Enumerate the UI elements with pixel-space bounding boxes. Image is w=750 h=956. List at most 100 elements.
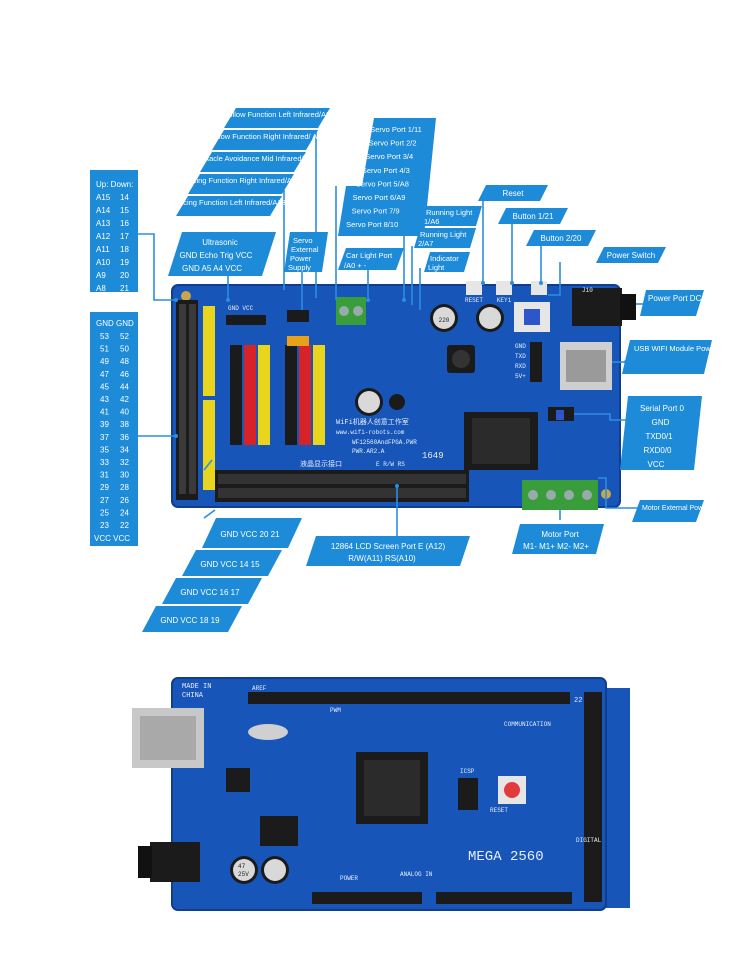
label-digital-left-6: 41 <box>100 408 109 417</box>
site-text: www.wifi-robots.com <box>336 429 405 436</box>
label-gnd-vcc-14: GND VCC 14 15 <box>200 560 260 569</box>
label-tracing-right: Tracing Function Right Infrared/A14 <box>182 176 301 185</box>
label-car-light-1: Car Light Port <box>346 251 393 260</box>
capacitors: 220 <box>355 304 504 416</box>
power-switch <box>514 302 550 332</box>
label-digital-left-7: 39 <box>100 420 109 429</box>
mega-china: CHINA <box>182 692 204 700</box>
label-digital-right-7: 38 <box>120 420 129 429</box>
label-updown-up-1: A14 <box>96 206 111 215</box>
label-ultrasonic-pins2: GND A5 A4 VCC <box>182 264 242 273</box>
label-digital-left-15: 23 <box>100 521 109 530</box>
label-servo-port-7: Servo Port 7/9 <box>352 207 400 216</box>
label-motor-ext: Motor External Power Supply <box>642 505 733 512</box>
label-updown-up-5: A10 <box>96 258 111 267</box>
left-double-header <box>176 300 198 500</box>
car-light-box: Car Light Port /A0 + - <box>338 248 404 270</box>
gnd-vcc-silk: GND VCC <box>228 305 254 312</box>
label-serial-1: GND <box>652 418 670 427</box>
ultrasonic-box: Ultrasonic GND Echo Trig VCC GND A5 A4 V… <box>168 232 276 276</box>
label-digital-right-15: 22 <box>120 521 129 530</box>
label-updown-down-4: 18 <box>120 245 129 254</box>
label-ultrasonic-pins1: GND Echo Trig VCC <box>180 251 253 260</box>
mega-cap25v: 25V <box>238 871 249 878</box>
inductor <box>389 345 475 410</box>
infrared-label-stack: Follow Function Left Infrared/A2 Follow … <box>172 108 330 216</box>
5v-silk: 5V+ <box>515 373 526 380</box>
label-updown-down-1: 15 <box>120 206 129 215</box>
mega-silkscreen: MADE IN CHINA MEGA 2560 PWM COMMUNICATIO… <box>182 683 602 882</box>
label-tracing-left: Tracing Function Left Infrared/A13 <box>172 198 286 207</box>
cap-220-label: 220 <box>439 317 450 324</box>
label-updown-down-7: 21 <box>120 284 129 293</box>
mega-pwm: PWM <box>330 707 341 714</box>
label-digital-right-8: 36 <box>120 433 129 442</box>
label-serial-3: RXD0/0 <box>643 446 672 455</box>
label-digital-left-14: 25 <box>100 508 109 517</box>
label-gnd-vcc-18: GND VCC 18 19 <box>160 616 220 625</box>
serial-pins: GND TXD RXD 5V+ <box>515 342 574 421</box>
label-servo-ext-1: Servo <box>293 236 313 245</box>
label-digital-right-12: 28 <box>120 483 129 492</box>
label-digital-left-8: 37 <box>100 433 109 442</box>
label-digital-vcc: VCC VCC <box>94 534 130 543</box>
label-digital-left-1: 51 <box>100 345 109 354</box>
label-servo-ext-2: External <box>291 245 319 254</box>
label-indicator-b: Light <box>428 263 445 272</box>
label-power-port: Power Port DC <box>648 294 702 303</box>
label-digital-right-14: 24 <box>120 508 129 517</box>
label-motor-port-title: Motor Port <box>541 530 579 539</box>
label-servo-ext-4: Supply <box>288 263 311 272</box>
servo-pin-headers <box>226 310 325 445</box>
label-updown-down-0: 14 <box>120 193 129 202</box>
label-digital-left-4: 45 <box>100 382 109 391</box>
label-digital-right-11: 30 <box>120 471 129 480</box>
lcd-silk-text: 液晶显示接口 <box>300 459 342 469</box>
mega-cap47: 47 <box>238 863 246 870</box>
rxd-silk: RXD <box>515 363 526 370</box>
mega-22: 22 <box>574 697 582 705</box>
j10-silk: J10 <box>582 287 593 294</box>
label-digital-left-3: 47 <box>100 370 109 379</box>
mega-model-text: MEGA 2560 <box>468 849 544 865</box>
label-updown-header: Up: Down: <box>96 180 133 189</box>
label-updown-up-4: A11 <box>96 245 110 254</box>
label-digital-left-12: 29 <box>100 483 109 492</box>
label-updown-down-2: 16 <box>120 219 129 228</box>
motor-terminal <box>522 480 598 510</box>
label-servo-ext-3: Power <box>290 254 312 263</box>
version-text: PWR.AR2.A <box>352 448 385 455</box>
mega-board <box>132 677 630 911</box>
dc-jack: J10 <box>572 287 636 326</box>
gnd-silk: GND <box>515 343 526 350</box>
label-digital-left-11: 31 <box>100 471 109 480</box>
label-indicator-a: Indicator <box>430 254 459 263</box>
reset1-silk: RESET <box>465 297 483 304</box>
label-digital-left-13: 27 <box>100 496 109 505</box>
label-serial-2: TXD0/1 <box>645 432 673 441</box>
label-running1-a: Running Light <box>426 208 473 217</box>
label-car-light-2: /A0 + - <box>344 261 367 270</box>
top-buttons: RESET KEY1 <box>465 281 547 304</box>
label-digital-right-5: 42 <box>120 395 129 404</box>
label-running1-b: 1/A6 <box>424 217 439 226</box>
label-usb-wifi: USB WIFI Module Power Supply, Signal Por… <box>634 344 750 353</box>
mega-analog-in: ANALOG IN <box>400 871 433 878</box>
e-rw-rs-text: E R/W RS <box>376 461 405 468</box>
label-digital-right-13: 26 <box>120 496 129 505</box>
label-digital-left-10: 33 <box>100 458 109 467</box>
motor-port-box: Motor Port M1- M1+ M2- M2+ <box>512 524 604 554</box>
label-updown-up-0: A15 <box>96 193 111 202</box>
label-digital-right-4: 44 <box>120 382 129 391</box>
mega-power: POWER <box>340 875 358 882</box>
button-label-boxes: Reset Button 1/21 Button 2/20 Power Swit… <box>478 185 666 263</box>
mega-made-in: MADE IN <box>182 683 211 691</box>
mega-aref: AREF <box>252 685 267 692</box>
label-digital-right-2: 48 <box>120 357 129 366</box>
label-lcd-1: 12864 LCD Screen Port E (A12) <box>331 542 446 551</box>
label-updown-up-7: A8 <box>96 284 106 293</box>
key1-silk: KEY1 <box>497 297 512 304</box>
